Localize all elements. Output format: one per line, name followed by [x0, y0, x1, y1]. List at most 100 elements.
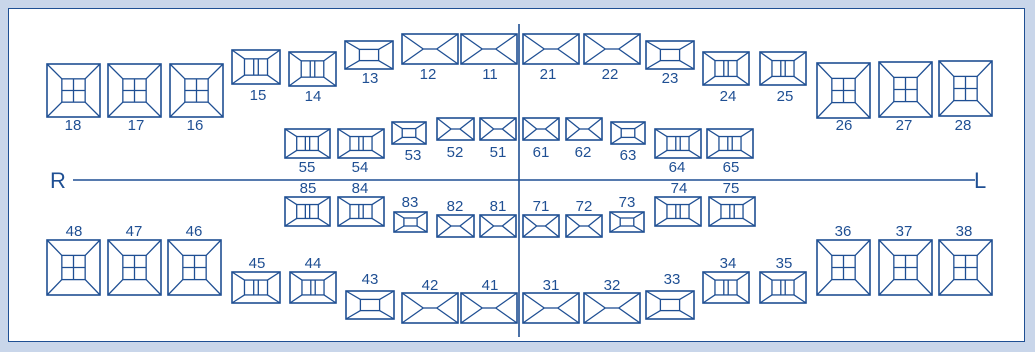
tooth-45[interactable]: 45	[232, 255, 280, 303]
tooth-occlusal-surface	[715, 280, 737, 295]
tooth-54[interactable]: 54	[338, 129, 384, 176]
tooth-edge	[689, 129, 701, 137]
tooth-17[interactable]: 17	[108, 64, 161, 134]
tooth-65[interactable]: 65	[707, 129, 753, 176]
tooth-edge	[289, 52, 301, 61]
tooth-number: 81	[490, 198, 507, 215]
tooth-edge	[268, 50, 280, 59]
tooth-28[interactable]: 28	[939, 61, 992, 134]
tooth-63[interactable]: 63	[611, 122, 645, 164]
tooth-75[interactable]: 75	[709, 180, 755, 226]
tooth-41[interactable]: 41	[461, 277, 517, 323]
tooth-12[interactable]: 12	[402, 34, 458, 83]
tooth-edge	[146, 240, 161, 255]
tooth-edge	[170, 102, 185, 117]
tooth-edge	[794, 76, 806, 85]
tooth-number: 18	[65, 117, 82, 134]
tooth-23[interactable]: 23	[646, 41, 694, 87]
tooth-number: 84	[352, 180, 369, 197]
tooth-55[interactable]: 55	[285, 129, 330, 176]
tooth-edge	[502, 129, 516, 140]
tooth-13[interactable]: 13	[345, 41, 393, 87]
tooth-85[interactable]: 85	[285, 180, 330, 226]
tooth-16[interactable]: 16	[170, 64, 223, 134]
tooth-occlusal-surface	[297, 137, 319, 151]
tooth-46[interactable]: 46	[168, 223, 221, 295]
tooth-edge	[108, 240, 123, 255]
tooth-37[interactable]: 37	[879, 223, 932, 295]
tooth-edge	[437, 118, 451, 129]
tooth-number: 85	[300, 180, 317, 197]
tooth-edge	[977, 101, 992, 116]
tooth-72[interactable]: 72	[566, 198, 602, 237]
tooth-occlusal-surface	[667, 205, 689, 219]
tooth-42[interactable]: 42	[402, 277, 458, 323]
tooth-26[interactable]: 26	[817, 63, 870, 134]
tooth-32[interactable]: 32	[584, 277, 640, 323]
tooth-21[interactable]: 21	[523, 34, 579, 83]
tooth-22[interactable]: 22	[584, 34, 640, 83]
tooth-71[interactable]: 71	[523, 198, 559, 237]
tooth-43[interactable]: 43	[346, 271, 394, 319]
tooth-25[interactable]: 25	[760, 52, 806, 105]
tooth-18[interactable]: 18	[47, 64, 100, 134]
tooth-84[interactable]: 84	[338, 180, 384, 226]
tooth-edge	[170, 64, 185, 79]
tooth-47[interactable]: 47	[108, 223, 161, 295]
tooth-48[interactable]: 48	[47, 223, 100, 295]
tooth-occlusal-surface	[772, 61, 794, 77]
tooth-number: 33	[664, 271, 681, 288]
tooth-83[interactable]: 83	[394, 194, 427, 232]
tooth-edge	[346, 291, 360, 299]
tooth-62[interactable]: 62	[566, 118, 602, 161]
tooth-edge	[380, 291, 394, 299]
tooth-edge	[437, 215, 451, 226]
tooth-number: 11	[482, 66, 498, 83]
tooth-number: 72	[576, 198, 593, 215]
tooth-number: 74	[671, 180, 688, 197]
tooth-edge	[47, 64, 62, 79]
tooth-51[interactable]: 51	[480, 118, 516, 161]
tooth-73[interactable]: 73	[610, 194, 644, 232]
tooth-number: 42	[422, 277, 439, 294]
tooth-edge	[206, 240, 221, 255]
tooth-24[interactable]: 24	[703, 52, 749, 105]
tooth-edge	[566, 215, 580, 226]
tooth-52[interactable]: 52	[437, 118, 474, 161]
tooth-number: 46	[186, 223, 203, 240]
tooth-82[interactable]: 82	[437, 198, 474, 237]
tooth-edge	[402, 308, 423, 323]
tooth-14[interactable]: 14	[289, 52, 336, 105]
tooth-61[interactable]: 61	[523, 118, 559, 161]
tooth-edge	[939, 240, 954, 255]
tooth-11[interactable]: 11	[461, 34, 517, 83]
tooth-number: 17	[128, 117, 145, 134]
tooth-53[interactable]: 53	[392, 122, 426, 164]
tooth-31[interactable]: 31	[523, 277, 579, 323]
tooth-64[interactable]: 64	[655, 129, 701, 176]
tooth-27[interactable]: 27	[879, 62, 932, 134]
tooth-33[interactable]: 33	[646, 271, 694, 319]
tooth-edge	[707, 129, 719, 137]
tooth-edge	[290, 272, 302, 280]
tooth-74[interactable]: 74	[655, 180, 701, 226]
tooth-edge	[855, 240, 870, 255]
tooth-edge	[437, 226, 451, 237]
right-side-label: R	[50, 168, 66, 193]
tooth-edge	[545, 118, 559, 129]
tooth-36[interactable]: 36	[817, 223, 870, 295]
tooth-edge	[47, 102, 62, 117]
tooth-number: 21	[540, 66, 557, 83]
tooth-edge	[460, 129, 474, 140]
tooth-35[interactable]: 35	[760, 255, 806, 303]
tooth-34[interactable]: 34	[703, 255, 749, 303]
tooth-edge	[523, 118, 537, 129]
tooth-81[interactable]: 81	[480, 198, 516, 237]
tooth-44[interactable]: 44	[290, 255, 336, 303]
tooth-edge	[285, 218, 297, 226]
tooth-38[interactable]: 38	[939, 223, 992, 295]
tooth-edge	[743, 218, 755, 226]
tooth-number: 16	[187, 117, 204, 134]
tooth-15[interactable]: 15	[232, 50, 280, 104]
